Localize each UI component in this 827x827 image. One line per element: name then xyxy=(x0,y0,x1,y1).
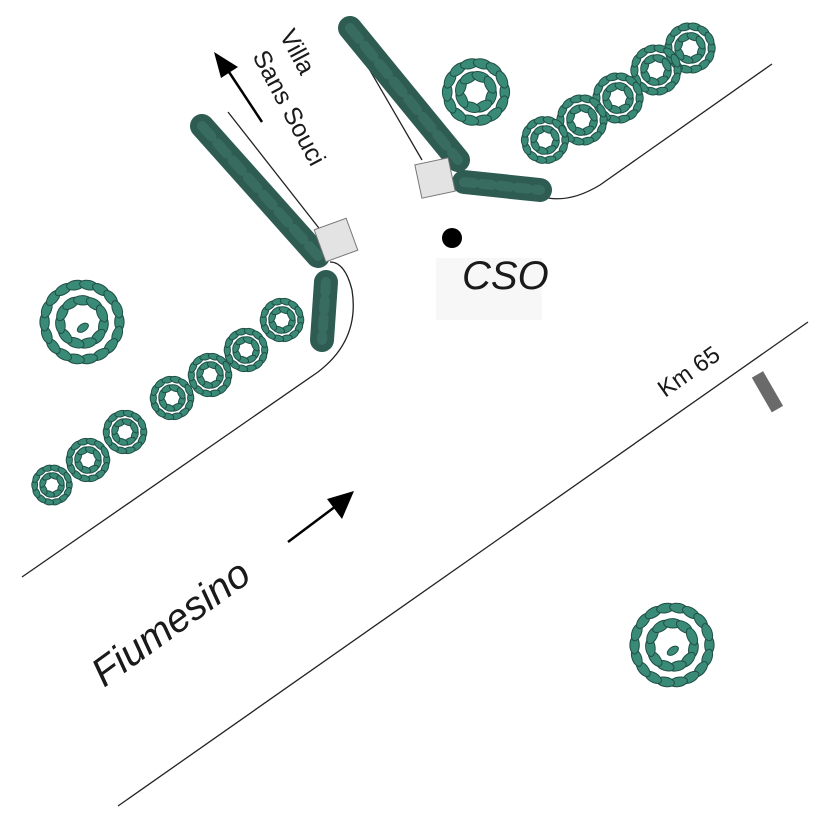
fiumesino-label: Fiumesino xyxy=(83,551,258,695)
tree-icon xyxy=(556,94,608,146)
tree-icon xyxy=(102,409,148,455)
tree-icon xyxy=(39,279,125,365)
km-label: Km 65 xyxy=(653,341,725,403)
gate-post-west xyxy=(313,217,359,263)
hedges xyxy=(190,16,552,352)
gate-post-east xyxy=(414,157,456,199)
tree-icon xyxy=(259,297,305,343)
tree-icon xyxy=(441,58,511,126)
arrow-to-villa-icon xyxy=(214,52,264,123)
cso-label-box xyxy=(436,258,542,320)
arrow-to-ancona-icon xyxy=(287,491,354,543)
tree-icon xyxy=(31,464,73,506)
tree-icon xyxy=(65,437,111,483)
tree-icon xyxy=(664,22,716,74)
cso-point-icon xyxy=(442,228,462,248)
tree-icon xyxy=(630,44,682,96)
tree-icon xyxy=(187,352,233,398)
hedge-east-lower xyxy=(452,170,552,202)
main-road-south-edge xyxy=(117,321,809,807)
tree-icon xyxy=(629,602,715,688)
hedge-west-lower xyxy=(310,270,338,352)
road-edges xyxy=(21,35,809,807)
tree-icon xyxy=(520,116,570,164)
cso-label: CSO xyxy=(462,254,549,298)
km-marker-icon xyxy=(751,371,784,413)
main-road-north-edge-west xyxy=(21,261,354,578)
hedge-west-upper xyxy=(190,114,330,268)
tree-icon xyxy=(223,327,269,373)
hedge-east-upper xyxy=(338,16,470,172)
tree-layer xyxy=(31,22,716,688)
tree-icon xyxy=(149,375,195,421)
side-road-west-edge xyxy=(227,111,323,233)
